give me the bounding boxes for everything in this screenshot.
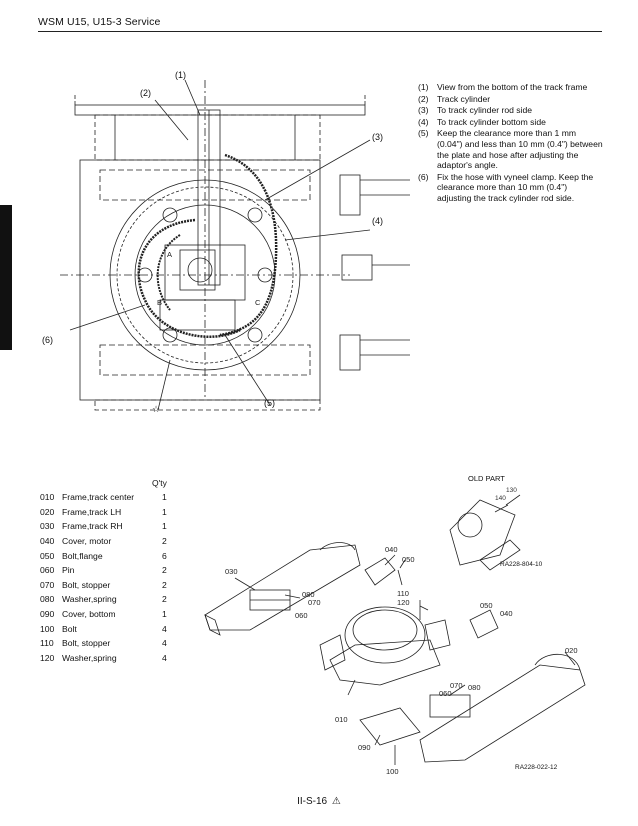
manual-title: WSM U15, U15-3 Service: [38, 16, 161, 28]
track-frame-bottom-view-drawing: (1) (2) (3) (4) (5) (6) A B C ☆: [42, 70, 410, 414]
page-number: II-S-16: [297, 796, 328, 807]
callout-050: 050: [402, 555, 415, 564]
figure-reference: RA228-022-12: [515, 764, 558, 771]
callout-020: 020: [565, 646, 578, 655]
note-item: (6)Fix the hose with vyneel clamp. Keep …: [418, 171, 594, 203]
callout-060: 060: [295, 611, 308, 620]
callout-3: (3): [372, 132, 383, 142]
port-letter-c: C: [255, 298, 261, 307]
old-part-number-140: 140: [495, 495, 506, 502]
star-mark: ☆: [152, 404, 160, 414]
note-item: (3)To track cylinder rod side: [418, 105, 533, 116]
callout-1: (1): [175, 70, 186, 80]
callout-030: 030: [225, 567, 238, 576]
old-part-reference: RA228-804-10: [500, 561, 543, 568]
section-tab: [0, 205, 12, 350]
exploded-parts-drawing: 130 140 010 020 030 040 050 060 070 080 …: [204, 487, 586, 776]
old-part-label: OLD PART: [468, 474, 505, 483]
note-item: (5)Keep the clearance more than 1 mm (0.…: [418, 128, 603, 171]
callout-060-right: 060: [439, 689, 452, 698]
callout-050-right: 050: [480, 601, 493, 610]
callout-040-right: 040: [500, 609, 513, 618]
callout-5: (5): [264, 398, 275, 408]
callout-120: 120: [397, 598, 410, 607]
callout-070-right: 070: [450, 681, 463, 690]
callout-2: (2): [140, 88, 151, 98]
page-footer: II-S-16 ⚠: [0, 796, 638, 807]
callout-100: 100: [386, 767, 399, 776]
note-item: (4)To track cylinder bottom side: [418, 116, 546, 127]
callout-010: 010: [335, 715, 348, 724]
callout-070: 070: [308, 598, 321, 607]
callout-6: (6): [42, 335, 53, 345]
callout-040: 040: [385, 545, 398, 554]
page-header: WSM U15, U15-3 Service: [38, 16, 602, 32]
callout-4: (4): [372, 216, 383, 226]
callout-110: 110: [397, 589, 409, 598]
callout-090: 090: [358, 743, 371, 752]
note-item: (2)Track cylinder: [418, 93, 491, 104]
old-part-number-130: 130: [506, 487, 517, 494]
warning-icon: ⚠: [331, 796, 341, 807]
note-item: (1)View from the bottom of the track fra…: [418, 82, 588, 92]
port-letter-a: A: [167, 250, 172, 259]
notes-list: (1)View from the bottom of the track fra…: [418, 82, 603, 205]
port-letter-b: B: [157, 298, 162, 307]
callout-080: 080: [302, 590, 315, 599]
qty-column-header: Q'ty: [152, 478, 167, 488]
callout-080-right: 080: [468, 683, 481, 692]
